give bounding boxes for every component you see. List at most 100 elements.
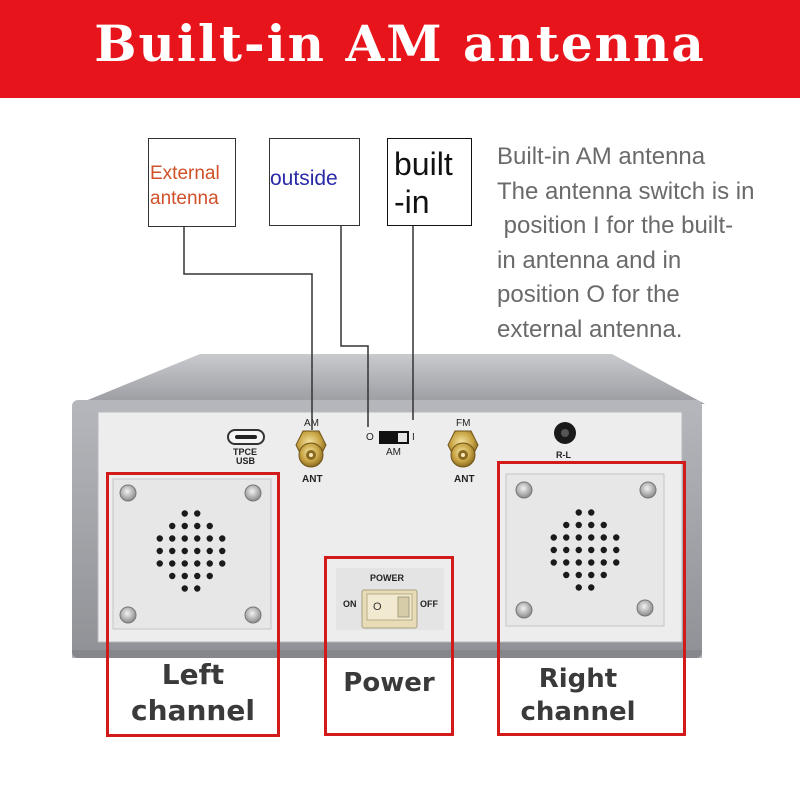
speaker-hole	[219, 560, 226, 567]
speaker-hole	[575, 534, 582, 541]
power-rocker-o: O	[373, 601, 382, 613]
power-switch	[336, 568, 444, 630]
usb-label-1: TPCE	[233, 447, 258, 457]
speaker-hole	[600, 546, 607, 554]
speaker-hole	[194, 572, 201, 580]
speaker-hole	[575, 571, 582, 579]
builtin-label: built -in	[394, 145, 471, 221]
speaker-hole	[575, 509, 582, 516]
left-speaker-plate	[112, 478, 272, 630]
left-channel-label: Left channel	[106, 657, 280, 729]
speaker-hole	[156, 535, 163, 542]
speaker-hole	[563, 571, 570, 579]
banner-title: Built-in AM antenna	[94, 14, 706, 73]
speaker-hole	[194, 585, 201, 592]
speaker-hole	[219, 535, 226, 542]
external-antenna-label-line1: External	[150, 163, 220, 184]
speaker-hole	[169, 560, 176, 567]
builtin-label-line2: -in	[394, 184, 430, 220]
speaker-hole	[588, 521, 595, 529]
headphone-jack	[554, 422, 576, 444]
speaker-hole	[575, 521, 582, 529]
external-antenna-label-line2: antenna	[150, 188, 219, 209]
speaker-hole	[613, 546, 620, 554]
speaker-hole	[550, 546, 557, 554]
speaker-hole	[563, 546, 570, 554]
speaker-hole	[181, 572, 188, 580]
panel-screws	[119, 481, 657, 624]
speaker-hole	[600, 534, 607, 541]
speaker-hole	[206, 547, 213, 555]
power-on-label: ON	[343, 599, 357, 609]
description-line: in antenna and in	[497, 246, 682, 274]
description-line: position I for the built-	[497, 212, 734, 239]
speaker-hole	[206, 522, 213, 530]
speaker-hole	[181, 585, 188, 592]
speaker-hole	[613, 559, 620, 566]
speaker-hole	[156, 560, 163, 567]
speaker-hole	[613, 534, 620, 541]
antenna-description: Built-in AM antenna The antenna switch i…	[497, 140, 797, 347]
description-line: external antenna.	[497, 315, 683, 343]
speaker-hole	[550, 559, 557, 566]
external-antenna-label-box: External antenna	[148, 138, 236, 227]
builtin-label-line1: built	[394, 146, 453, 182]
fm-antenna-connector	[447, 430, 479, 468]
speaker-hole	[588, 509, 595, 516]
rl-label: R-L	[556, 450, 571, 460]
speaker-hole	[181, 547, 188, 555]
speaker-hole	[194, 547, 201, 555]
speaker-hole	[600, 559, 607, 566]
power-callout	[324, 556, 454, 736]
speaker-hole	[575, 546, 582, 554]
switch-i-label: I	[412, 432, 415, 443]
speaker-hole	[169, 572, 176, 580]
left-channel-label-line1: Left	[161, 658, 225, 691]
speaker-hole	[181, 522, 188, 530]
speaker-hole	[169, 522, 176, 530]
speaker-hole	[588, 571, 595, 579]
speaker-hole	[588, 559, 595, 566]
am-antenna-connector	[295, 430, 327, 468]
title-banner: Built-in AM antenna	[0, 0, 800, 98]
outside-label: outside	[270, 167, 338, 190]
speaker-hole	[169, 547, 176, 555]
external-antenna-label: External antenna	[150, 161, 235, 211]
speaker-hole	[550, 534, 557, 541]
left-channel-callout	[106, 472, 280, 737]
description-line: Built-in AM antenna	[497, 143, 706, 170]
left-speaker-grille	[156, 510, 226, 592]
speaker-hole	[575, 584, 582, 591]
right-speaker-plate	[505, 473, 665, 627]
speaker-hole	[194, 560, 201, 567]
speaker-hole	[563, 559, 570, 566]
speaker-hole	[194, 522, 201, 530]
right-speaker-grille	[550, 509, 620, 591]
outside-label-box: outside	[269, 138, 360, 226]
am-ant-label: ANT	[302, 474, 323, 485]
left-channel-label-line2: channel	[131, 694, 255, 727]
switch-am-label: AM	[386, 447, 401, 458]
speaker-hole	[588, 584, 595, 591]
right-channel-label-line1: Right	[538, 664, 618, 694]
fm-top-label: FM	[456, 418, 471, 429]
builtin-label-box: built -in	[387, 138, 472, 226]
right-channel-callout	[497, 461, 686, 736]
speaker-hole	[588, 546, 595, 554]
antenna-switch	[379, 431, 409, 444]
speaker-hole	[600, 571, 607, 579]
usb-label-2: USB	[236, 456, 256, 466]
description-line: The antenna switch is in	[497, 177, 755, 205]
speaker-hole	[206, 572, 213, 580]
speaker-hole	[181, 560, 188, 567]
speaker-hole	[588, 534, 595, 541]
speaker-hole	[206, 535, 213, 542]
speaker-hole	[194, 535, 201, 542]
power-switch-label: POWER	[370, 573, 405, 583]
speaker-hole	[194, 510, 201, 517]
speaker-hole	[600, 521, 607, 529]
fm-ant-label: ANT	[454, 474, 475, 485]
